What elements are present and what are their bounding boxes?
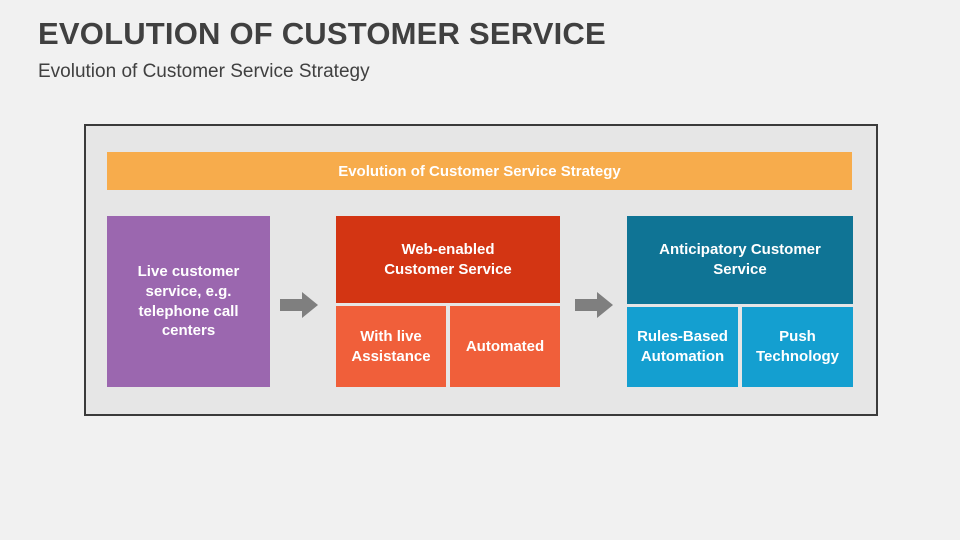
substage-push-technology: Push Technology	[742, 307, 853, 387]
stage-anticipatory-subs: Rules-Based Automation Push Technology	[627, 307, 853, 387]
substage-with-live-assistance: With live Assistance	[336, 306, 446, 387]
slide-title: EVOLUTION OF CUSTOMER SERVICE	[38, 16, 606, 51]
diagram-frame: Evolution of Customer Service Strategy L…	[84, 124, 878, 416]
stage-web-enabled-head: Web-enabled Customer Service	[336, 216, 560, 303]
slide-subtitle: Evolution of Customer Service Strategy	[38, 61, 370, 82]
stage-web-enabled-group: Web-enabled Customer Service With live A…	[336, 216, 560, 387]
substage-automated: Automated	[450, 306, 560, 387]
arrow-right-icon	[575, 292, 613, 318]
stage-anticipatory-group: Anticipatory Customer Service Rules-Base…	[627, 216, 853, 387]
substage-rules-based-automation: Rules-Based Automation	[627, 307, 738, 387]
stage-live-customer-service-box: Live customer service, e.g. telephone ca…	[107, 216, 270, 387]
stage-web-enabled-subs: With live Assistance Automated	[336, 306, 560, 387]
stage-anticipatory-head: Anticipatory Customer Service	[627, 216, 853, 304]
strategy-banner: Evolution of Customer Service Strategy	[107, 152, 852, 190]
arrow-right-icon	[280, 292, 318, 318]
